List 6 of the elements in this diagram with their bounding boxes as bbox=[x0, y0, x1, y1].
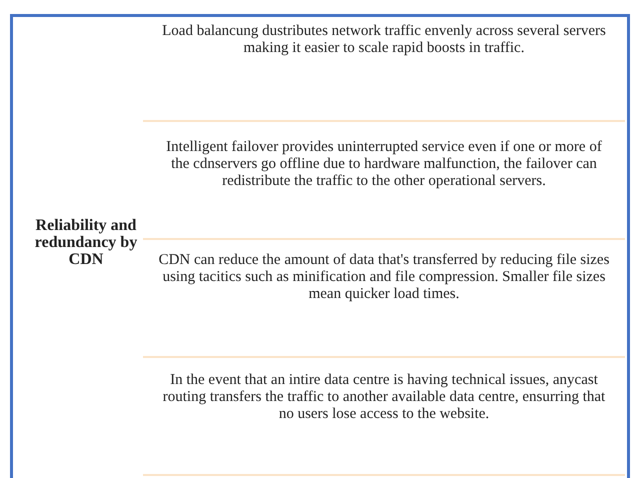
description-text: Intelligent failover provides uninterrupted service even if one or more of the cdnservers go offline due to hardware malfunction, the failover can redistribute the traffic to the other operational servers. bbox=[165, 139, 603, 190]
panel-frame bbox=[10, 14, 630, 478]
heading: Reliability and redundancy by CDN bbox=[34, 217, 138, 268]
description-text: Load balancung dustributes network traffic envenly across several servers making it easier to scale rapid boosts in traffic. bbox=[161, 23, 607, 57]
description-text: CDN can reduce the amount of data that's transferred by reducing file sizes using tacitics such as minification and file compression. Smaller file sizes mean quicker load times. bbox=[158, 252, 610, 303]
description-text: In the event that an intire data centre is having technical issues, anycast routing transfers the traffic to another available data centre, ensurring that no users lose access to the website. bbox=[162, 372, 606, 423]
